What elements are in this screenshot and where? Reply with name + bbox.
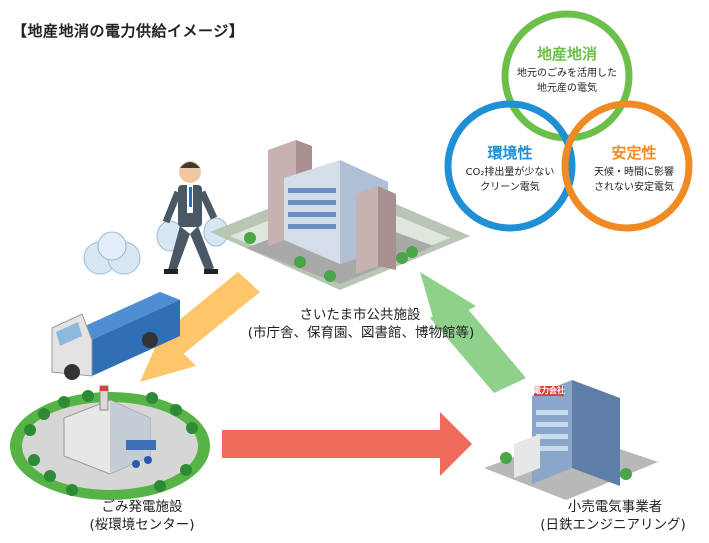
venn-title-local: 地産地消 (536, 45, 597, 63)
venn-circle-stability (561, 100, 693, 232)
retailer-label: 小売電気事業者 (567, 499, 663, 515)
arrow-retailer-to-facility (420, 272, 526, 393)
garbage-collector-illustration (83, 161, 229, 275)
venn-text-local-2: 地元産の電気 (537, 83, 597, 94)
city-hall-illustration (210, 140, 470, 290)
venn-circle-environment (444, 100, 576, 232)
venn-text-local-1: 地元のごみを活用した (517, 68, 617, 79)
power-plant-sublabel: (桜環境センター) (89, 517, 195, 533)
arrow-plant-to-retailer (222, 412, 472, 476)
company-sign: 電力会社 (533, 386, 565, 395)
venn-title-environment: 環境性 (487, 144, 533, 162)
venn-text-environment-2: クリーン電気 (480, 182, 540, 193)
venn-text-stability-2: されない安定電気 (594, 182, 674, 193)
retailer-sublabel: (日鉄エンジニアリング) (540, 517, 686, 533)
venn-title-stability: 安定性 (611, 144, 657, 162)
public-facility-label: さいたま市公共施設 (299, 307, 421, 323)
venn-text-environment-1: CO₂排出量が少ない (465, 167, 555, 178)
garbage-truck-illustration (51, 292, 180, 380)
benefits-venn-diagram (444, 10, 693, 232)
arrow-facility-to-plant (140, 272, 260, 382)
diagram-title: 【地産地消の電力供給イメージ】 (12, 22, 245, 40)
public-facility-sublabel: (市庁舎、保育園、図書館、博物館等) (247, 325, 475, 341)
power-plant-label: ごみ発電施設 (101, 499, 183, 515)
waste-power-plant-illustration (10, 385, 210, 500)
electric-company-building-illustration (484, 380, 658, 500)
venn-text-stability-1: 天候・時間に影響 (594, 167, 674, 178)
